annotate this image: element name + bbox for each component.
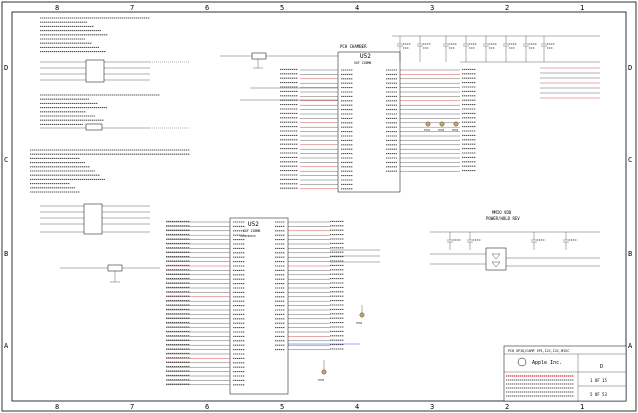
col-label: 4 [355, 4, 359, 12]
company-name: Apple Inc. [532, 360, 562, 366]
sheet-number: 1 OF 15 [590, 378, 607, 383]
resistor-r-left [60, 264, 160, 283]
row-label: A [628, 342, 633, 350]
apple-logo-icon [517, 357, 527, 367]
chip-sub: SIDEPERIPH [240, 234, 256, 238]
col-label: 2 [505, 403, 509, 411]
resistor-network [85, 59, 105, 83]
testpoint-label: TP03 [452, 128, 459, 132]
note-block-top-left [36, 16, 190, 83]
testpoint-label: TP04 [356, 321, 363, 325]
testpoint [359, 312, 365, 318]
testpoint [453, 121, 459, 127]
chip-part: SGF Z1BMB [354, 61, 371, 65]
resistor-network [83, 203, 103, 235]
col-label: 7 [130, 403, 134, 411]
top-right-caps [392, 35, 600, 99]
drawing-title: PCH GPIO/CAMP SPI,I2C,I2C,MISC [508, 349, 569, 353]
chip-ref: U52 [360, 53, 371, 60]
row-label: D [4, 64, 8, 72]
section-title: PCH CHAMBER [340, 44, 367, 49]
col-label: 3 [430, 4, 434, 12]
row-label: B [628, 250, 632, 258]
power-hold-section: MMIO VDD POWER/HOLD REV [430, 210, 600, 271]
resistor [85, 123, 103, 131]
chip-ref: U52 [248, 221, 259, 228]
title-block-frame [503, 345, 627, 402]
mid-signals: TP04 TP05 [288, 249, 380, 382]
left-row-labels: D C B A [4, 64, 9, 350]
row-label: D [628, 64, 632, 72]
sheet-number-2: 5 OF 53 [590, 392, 607, 397]
section-title: POWER/HOLD REV [486, 216, 520, 221]
right-row-labels: D C B A [628, 64, 633, 350]
row-label: C [4, 156, 8, 164]
bottom-column-labels: 8 7 6 5 4 3 2 1 [55, 403, 584, 411]
row-label: C [628, 156, 632, 164]
testpoint [321, 369, 327, 375]
col-label: 8 [55, 4, 59, 12]
col-label: 4 [355, 403, 359, 411]
chip-part: SGF Z1BMB [243, 229, 260, 233]
col-label: 5 [280, 4, 284, 12]
u52-top-testpoints: TP01 TP02 TP03 [424, 121, 459, 132]
col-label: 1 [580, 4, 584, 12]
top-resistors [220, 52, 338, 101]
testpoint [439, 121, 445, 127]
u52-bottom-chip: U52 SGF Z1BMB SIDEPERIPH [166, 217, 344, 395]
col-label: 7 [130, 4, 134, 12]
testpoint-label: TP05 [318, 378, 325, 382]
col-label: 6 [205, 403, 209, 411]
row-label: B [4, 250, 8, 258]
inner-border [11, 11, 627, 402]
col-label: 2 [505, 4, 509, 12]
u52-top-chip: U52 SGF Z1BMB PCH CHAMBER [280, 44, 476, 193]
testpoint-label: TP01 [424, 128, 431, 132]
col-label: 3 [430, 403, 434, 411]
revision: D [600, 364, 603, 370]
col-label: 8 [55, 403, 59, 411]
note-block-mid-left [40, 94, 190, 131]
top-column-labels: 8 7 6 5 4 3 2 1 [55, 4, 584, 12]
note-block-lower-left [30, 149, 190, 235]
col-label: 5 [280, 403, 284, 411]
chip-body [337, 51, 401, 193]
col-label: 6 [205, 4, 209, 12]
title-block: PCH GPIO/CAMP SPI,I2C,I2C,MISC Apple Inc… [503, 345, 627, 402]
col-label: 1 [580, 403, 584, 411]
testpoint [425, 121, 431, 127]
section-title: MMIO VDD [492, 210, 512, 215]
testpoint-label: TP02 [438, 128, 445, 132]
row-label: A [4, 342, 9, 350]
